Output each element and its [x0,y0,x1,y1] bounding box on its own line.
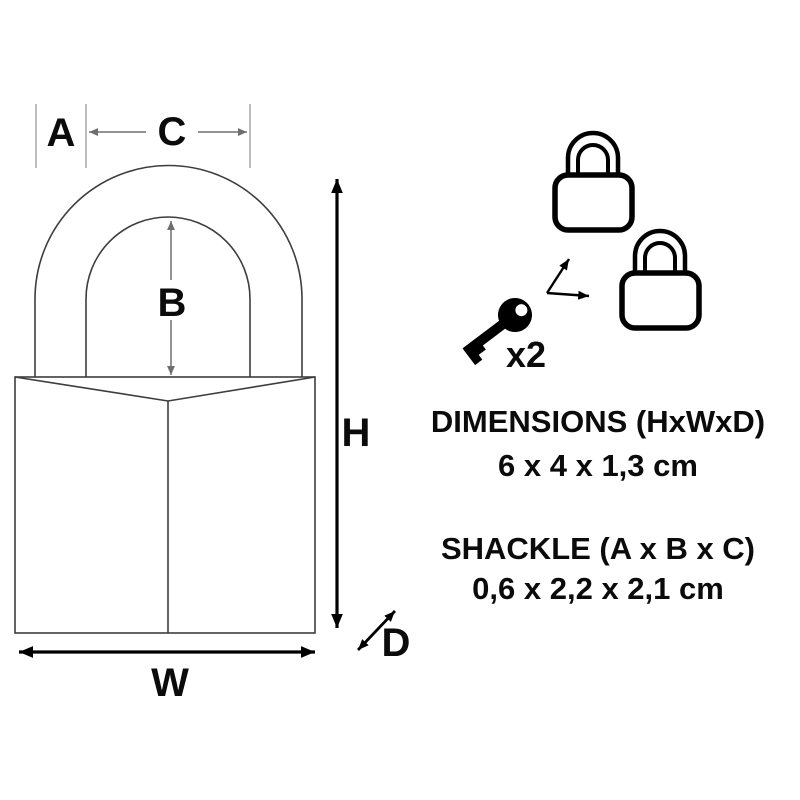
padlock-icon-shackle-outer [565,130,621,179]
spec-text-block: DIMENSIONS (HxWxD) 6 x 4 x 1,3 cm SHACKL… [431,404,765,606]
dimension-label-h: H [342,411,371,455]
key-arrow-upper [545,258,571,294]
key-icon [462,298,532,366]
padlock-icon-top [552,130,635,233]
spec-dimensions-value: 6 x 4 x 1,3 cm [498,448,698,483]
spec-shackle-value: 0,6 x 2,2 x 2,1 cm [472,571,724,606]
key-to-padlock-arrows [545,258,590,300]
shackle-outer-path [34,164,303,377]
spec-shackle-title: SHACKLE (A x B x C) [441,531,755,566]
padlock-icon-shackle-inner [576,143,610,179]
spec-dimensions-title: DIMENSIONS (HxWxD) [431,404,765,439]
padlock-icon-shackle-outer [632,228,688,277]
depth-arrow [356,610,397,651]
dimension-label-d: D [382,621,411,665]
padlock-icon-bottom [619,228,702,331]
padlock-line-drawing [14,164,316,634]
key-arrow-lower [546,290,590,300]
padlock-icon-body [619,270,702,331]
key-count-label: x2 [506,334,546,375]
dimension-label-b: B [158,281,187,325]
dimension-label-c: C [158,110,187,154]
key-shaft [462,315,512,366]
shackle-tick-lines [35,104,251,168]
padlock-icon-body [552,172,635,233]
padlock-body-outline [14,376,316,634]
key-head-hole [515,304,528,317]
padlock-icon-shackle-inner [643,241,677,277]
overall-dimension-arrows [19,179,397,658]
dimension-label-a: A [47,111,76,155]
shackle-inner-path [85,216,251,377]
dimension-label-w: W [151,661,189,705]
